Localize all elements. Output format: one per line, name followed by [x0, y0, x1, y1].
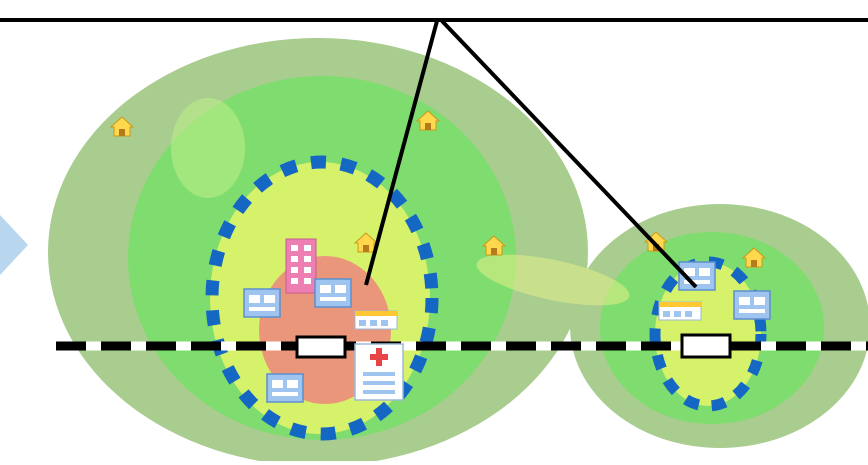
corridor-band: [476, 254, 630, 306]
office-building-icon: [266, 373, 304, 403]
callout-line: [364, 20, 439, 286]
office-building-icon: [243, 288, 281, 318]
hospital-icon: [354, 343, 404, 401]
shop-awning-icon: [354, 310, 398, 330]
callout-line: [440, 19, 698, 289]
light-patch: [171, 98, 245, 198]
boundary-dashed-ring: [205, 155, 439, 441]
office-building-icon: [314, 278, 352, 308]
boundary-dashed-ring: [649, 256, 767, 412]
arrow-icon: [0, 215, 28, 275]
office-building-icon: [733, 290, 771, 320]
shop-awning-icon: [658, 301, 702, 321]
large-town-region: [48, 38, 588, 465]
small-town-region: [570, 204, 868, 448]
station-icon: [295, 335, 347, 359]
station-icon: [680, 333, 732, 359]
apartment-building-icon: [285, 238, 317, 294]
